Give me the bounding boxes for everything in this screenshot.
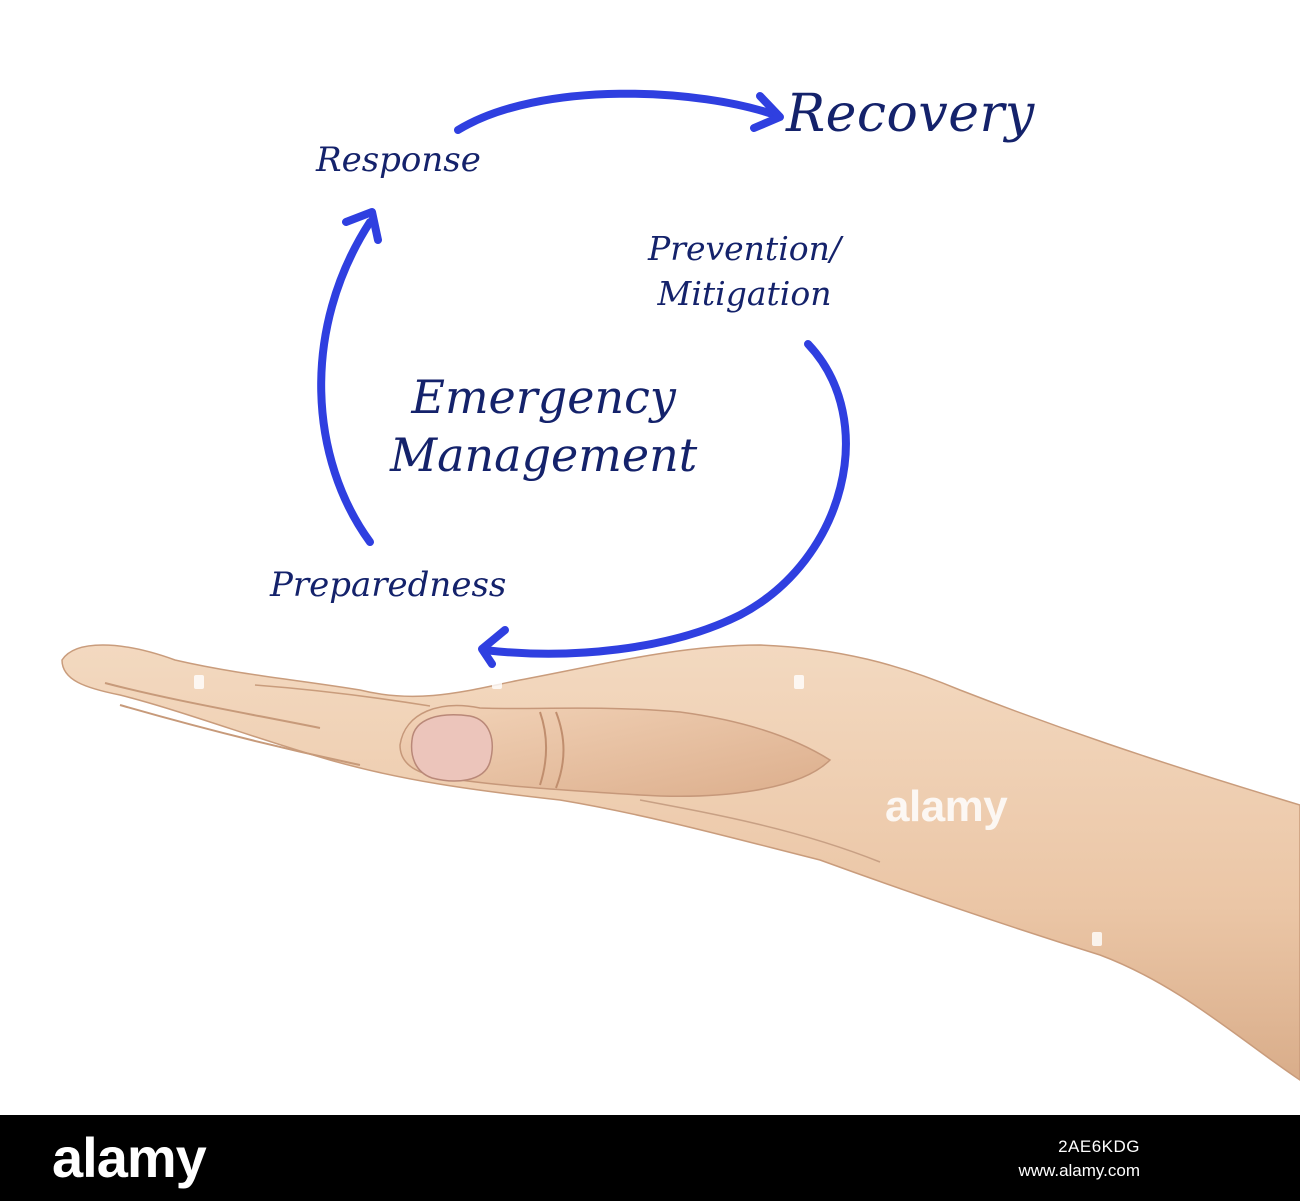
watermark-url-text: www.alamy.com [1018,1161,1140,1180]
hand-palm [61,644,1300,1081]
hand-illustration [61,644,1300,1081]
diagram-title: Emergency Management [390,368,697,484]
finger-crease-1 [104,682,321,729]
finger-crease-3 [254,684,431,707]
alamy-logo: alamy [52,1126,207,1189]
watermark-footer-bar: alamy 2AE6KDG www.alamy.com [0,1115,1300,1201]
stage-response-label: Response [316,140,481,180]
arrow-response-to-recovery [454,89,782,134]
stage-prevention-label: Prevention/ Mitigation [648,226,841,316]
thumbnail [410,714,493,782]
watermark-overlay-text: alamy [885,782,1008,831]
arrowhead-preparedness [478,626,509,668]
arrowhead-response [342,208,382,244]
title-line-1: Emergency [411,370,676,424]
finger-crease-2 [119,704,361,766]
knuckle-crease-1 [539,711,547,786]
prevention-line-2: Mitigation [657,274,832,313]
arrowhead-recovery [750,92,784,132]
stage-recovery-label: Recovery [786,84,1035,144]
image-id-text: 2AE6KDG [1058,1137,1140,1156]
palm-line [639,799,881,863]
stage-preparedness-label: Preparedness [270,565,507,605]
title-line-2: Management [390,428,698,482]
hand-thumb [399,704,832,797]
knuckle-crease-2 [555,711,565,789]
arrow-prevention-to-preparedness [480,340,850,658]
cycle-arrows [317,89,850,668]
prevention-line-1: Prevention/ [648,229,841,268]
watermark-marks [194,675,1102,946]
arrow-preparedness-to-response [317,218,374,546]
